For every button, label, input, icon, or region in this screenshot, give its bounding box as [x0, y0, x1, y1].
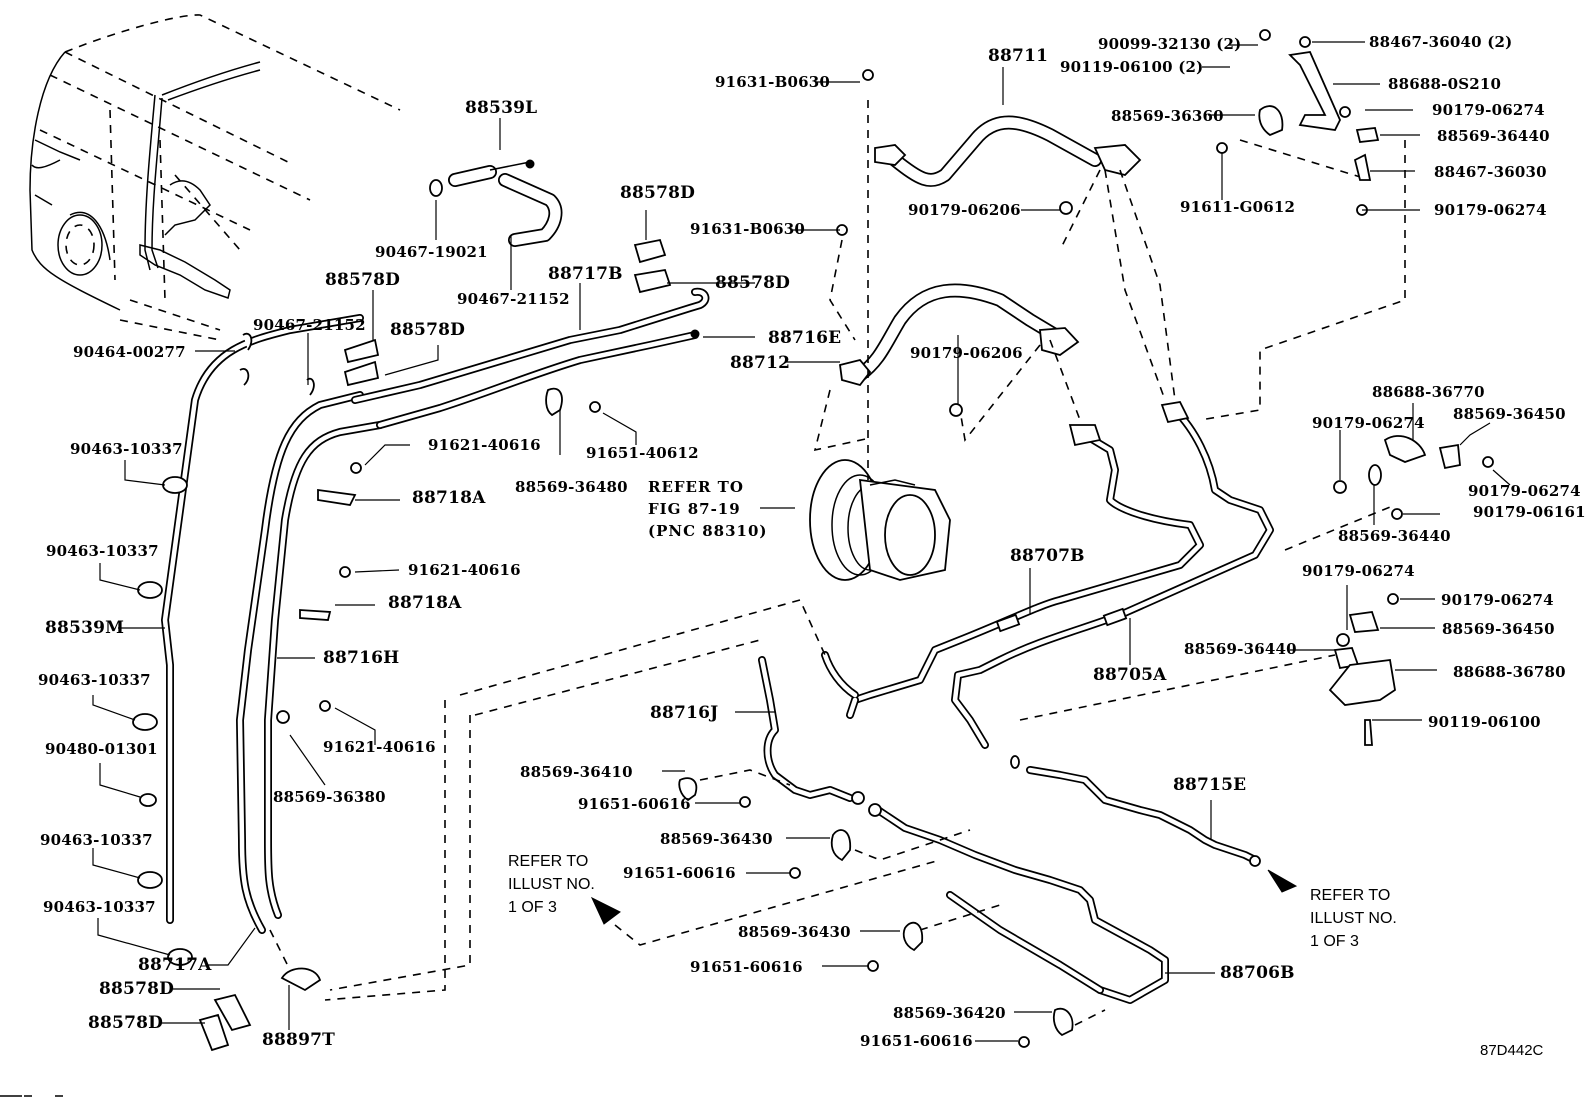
part-label[interactable]: 88539L — [465, 98, 538, 118]
part-label[interactable]: 88706B — [1220, 963, 1295, 983]
compressor — [809, 459, 951, 581]
part-label[interactable]: 88578D — [88, 1013, 164, 1033]
part-label[interactable]: 88569-36450 — [1442, 620, 1555, 638]
part-label[interactable]: 90179-06274 — [1312, 414, 1425, 432]
part-label[interactable]: 88711 — [988, 46, 1049, 66]
part-label[interactable]: 91611-G0612 — [1180, 198, 1296, 216]
pipes-88716J-88706B — [590, 656, 1169, 1004]
part-label[interactable]: 88712 — [730, 353, 791, 373]
pipes-88707B-88705A — [821, 401, 1274, 749]
part-label[interactable]: 88578D — [325, 270, 401, 290]
part-label[interactable]: 91621-40616 — [408, 561, 521, 579]
leader-lines — [92, 41, 1511, 1042]
part-label[interactable]: 91651-60616 — [860, 1032, 973, 1050]
part-label[interactable]: 88467-36030 — [1434, 163, 1547, 181]
part-label[interactable]: 91621-40616 — [323, 738, 436, 756]
part-label[interactable]: 90467-21152 — [253, 316, 366, 334]
part-label[interactable]: 90179-06274 — [1432, 101, 1545, 119]
small-parts — [132, 29, 1494, 1052]
part-label[interactable]: 90099-32130 (2) — [1098, 35, 1242, 53]
part-label[interactable]: 90463-10337 — [38, 671, 151, 689]
part-label[interactable]: 90179-06206 — [910, 344, 1023, 362]
part-label[interactable]: 90179-06274 — [1468, 482, 1581, 500]
vehicle-outline — [29, 14, 401, 341]
part-label[interactable]: 88717A — [138, 955, 212, 975]
compressor-reference-note: REFER TO FIG 87-19 (PNC 88310) — [648, 478, 768, 540]
assembly-lines — [269, 100, 1406, 1026]
part-label[interactable]: 91631-B0630 — [690, 220, 806, 238]
hose-88539L — [429, 159, 563, 247]
part-label[interactable]: 90463-10337 — [70, 440, 183, 458]
hoses-88711-88712 — [839, 115, 1142, 387]
part-label[interactable]: 90179-06206 — [908, 201, 1021, 219]
part-label[interactable]: 88569-36450 — [1453, 405, 1566, 423]
part-label[interactable]: 88539M — [45, 618, 125, 638]
part-label[interactable]: 88718A — [412, 488, 486, 508]
part-label[interactable]: 90463-10337 — [46, 542, 159, 560]
part-label[interactable]: 90467-21152 — [457, 290, 570, 308]
part-label[interactable]: 88716J — [650, 703, 719, 723]
part-label[interactable]: 88707B — [1010, 546, 1085, 566]
part-label[interactable]: 91651-40612 — [586, 444, 699, 462]
part-label[interactable]: 88569-36440 — [1437, 127, 1550, 145]
part-label[interactable]: 88569-36430 — [660, 830, 773, 848]
pipe-88715E — [1010, 755, 1298, 893]
part-label[interactable]: 88688-36770 — [1372, 383, 1485, 401]
part-label[interactable]: 88897T — [262, 1030, 335, 1050]
part-label[interactable]: 88578D — [620, 183, 696, 203]
part-label[interactable]: 88569-36420 — [893, 1004, 1006, 1022]
part-label[interactable]: 88569-36480 — [515, 478, 628, 496]
part-label[interactable]: 90179-06274 — [1434, 201, 1547, 219]
part-label[interactable]: 91621-40616 — [428, 436, 541, 454]
part-label[interactable]: 88578D — [390, 320, 466, 340]
part-label[interactable]: 88569-36440 — [1338, 527, 1451, 545]
part-label[interactable]: 88578D — [715, 273, 791, 293]
part-label[interactable]: 88717B — [548, 264, 623, 284]
refer-illustration-left-note: REFER TO ILLUST NO. 1 OF 3 — [508, 853, 595, 916]
part-label[interactable]: 88705A — [1093, 665, 1167, 685]
part-label[interactable]: 88688-0S210 — [1388, 75, 1502, 93]
part-label[interactable]: 91651-60616 — [623, 864, 736, 882]
part-label[interactable]: 90467-19021 — [375, 243, 488, 261]
part-label[interactable]: 88716E — [768, 328, 842, 348]
part-label[interactable]: 88569-36440 — [1184, 640, 1297, 658]
part-label[interactable]: 88716H — [323, 648, 400, 668]
part-label[interactable]: 90463-10337 — [43, 898, 156, 916]
refer-illustration-right-note: REFER TO ILLUST NO. 1 OF 3 — [1310, 887, 1397, 950]
part-label[interactable]: 88718A — [388, 593, 462, 613]
left-pipes — [161, 314, 384, 934]
part-label[interactable]: 90480-01301 — [45, 740, 158, 758]
part-label[interactable]: 88569-36410 — [520, 763, 633, 781]
part-label[interactable]: 90179-06161 — [1473, 503, 1586, 521]
part-label[interactable]: 90179-06274 — [1302, 562, 1415, 580]
illustration-code: 87D442C — [1480, 1042, 1544, 1059]
part-label[interactable]: 90119-06100 (2) — [1060, 58, 1204, 76]
part-label[interactable]: 88569-36380 — [273, 788, 386, 806]
part-label[interactable]: 90119-06100 — [1428, 713, 1541, 731]
part-label[interactable]: 91631-B0630 — [715, 73, 831, 91]
part-label[interactable]: 88569-36360 — [1111, 107, 1224, 125]
part-label[interactable]: 88715E — [1173, 775, 1247, 795]
part-label[interactable]: 88467-36040 (2) — [1369, 33, 1513, 51]
part-label[interactable]: 88569-36430 — [738, 923, 851, 941]
part-label[interactable]: 90179-06274 — [1441, 591, 1554, 609]
upper-pipes — [351, 287, 710, 429]
part-label[interactable]: 91651-60616 — [690, 958, 803, 976]
part-label[interactable]: 91651-60616 — [578, 795, 691, 813]
part-label[interactable]: 90464-00277 — [73, 343, 186, 361]
part-label[interactable]: 88578D — [99, 979, 175, 999]
part-label[interactable]: 90463-10337 — [40, 831, 153, 849]
part-label[interactable]: 88688-36780 — [1453, 663, 1566, 681]
